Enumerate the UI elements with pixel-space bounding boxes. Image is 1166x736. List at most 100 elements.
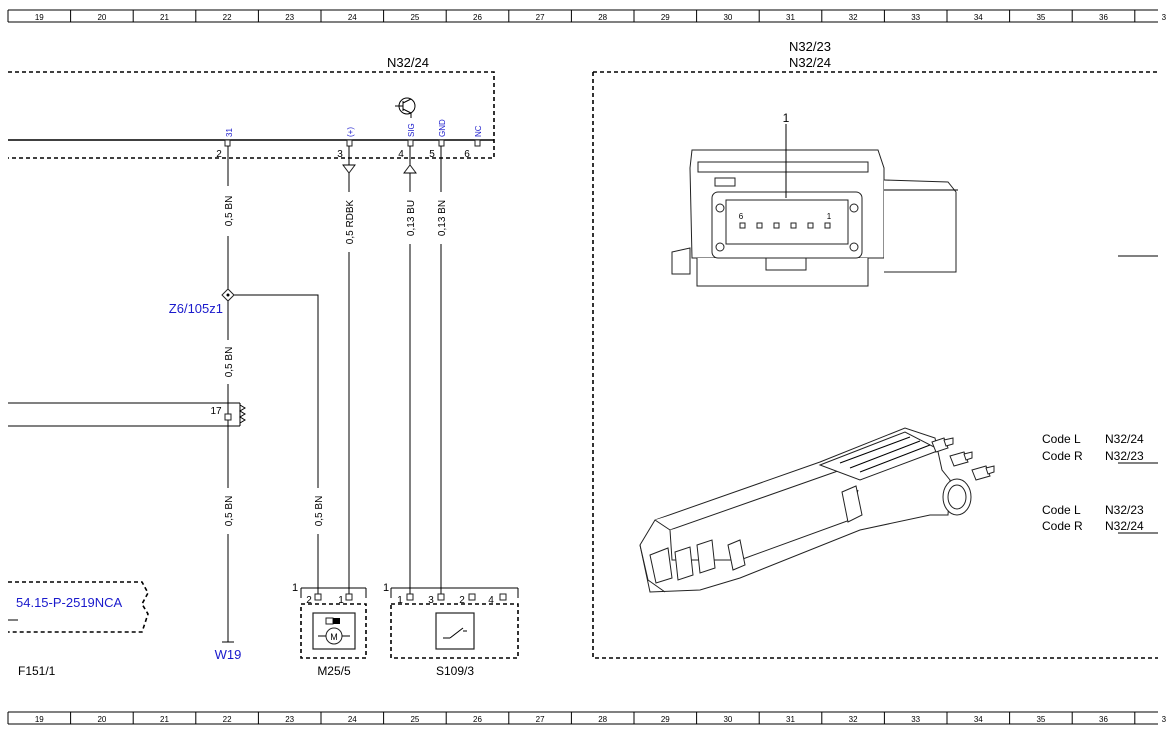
crossref-link[interactable]: 54.15-P-2519NCA <box>16 595 123 610</box>
ruler-column-number: 37 <box>1162 715 1166 724</box>
ruler-column-number: 27 <box>536 715 545 724</box>
pin-number-5: 5 <box>429 149 435 160</box>
view-title-n32-24: N32/24 <box>789 55 831 70</box>
switch-pin-3: 3 <box>428 595 434 606</box>
switch-icon <box>443 627 467 639</box>
module-title: N32/24 <box>387 55 429 70</box>
ruler-column-number: 22 <box>223 13 232 22</box>
wire-label-2: 0,5 RDBK <box>345 199 356 244</box>
switch-connector-number: 1 <box>383 582 389 594</box>
motor-pin-2: 2 <box>306 595 312 606</box>
ruler-column-number: 27 <box>536 13 545 22</box>
code-entry-part: N32/24 <box>1105 432 1144 446</box>
pin-function-plus: (+) <box>346 127 355 137</box>
ruler-column-number: 32 <box>849 13 858 22</box>
ruler-column-number: 30 <box>723 715 732 724</box>
motor-pin-1: 1 <box>338 595 344 606</box>
pin-function-sig: SIG <box>407 123 416 137</box>
ruler-column-number: 19 <box>35 715 44 724</box>
pin-function-31: 31 <box>225 128 234 137</box>
motor-connector-number: 1 <box>292 582 298 594</box>
ruler-column-number: 21 <box>160 13 169 22</box>
crossref-box <box>8 581 149 633</box>
column-ruler-top: 19 20 21 22 23 24 25 26 27 28 29 30 31 32 33 34 35 36 37 <box>7 9 1166 23</box>
ruler-column-number: 33 <box>911 13 920 22</box>
ruler-column-number: 22 <box>223 715 232 724</box>
code-entry-code: Code L <box>1042 503 1081 517</box>
ruler-column-number: 33 <box>911 715 920 724</box>
transistor-icon <box>395 97 416 118</box>
code-table: Code L N32/24 Code R N32/23 Code L N32/2… <box>1042 432 1158 534</box>
pin-function-nc: NC <box>474 125 483 137</box>
ruler-column-number: 19 <box>35 13 44 22</box>
pin-number-2: 2 <box>216 149 222 160</box>
connector-pin-first: 6 <box>739 212 744 221</box>
pin-number-3: 3 <box>337 149 343 160</box>
wire-label-4: 0,13 BN <box>437 200 448 236</box>
module-housing-illustration <box>639 427 995 593</box>
ruler-column-number: 34 <box>974 13 983 22</box>
switch-component <box>390 587 519 659</box>
wire-label-5: 0,5 BN <box>224 347 235 378</box>
ruler-column-number: 31 <box>786 13 795 22</box>
ruler-column-number: 35 <box>1036 13 1045 22</box>
connector-17 <box>8 402 246 427</box>
wire-ground-branch <box>222 146 319 643</box>
code-entry-part: N32/23 <box>1105 449 1144 463</box>
code-entry-part: N32/24 <box>1105 519 1144 533</box>
ruler-column-number: 21 <box>160 715 169 724</box>
pin-function-gnd: GND <box>438 119 447 137</box>
ruler-column-number: 24 <box>348 715 357 724</box>
motor-label: M25/5 <box>317 664 351 678</box>
wire-label-6: 0,5 BN <box>224 496 235 527</box>
ground-link[interactable]: W19 <box>215 647 242 662</box>
ruler-column-number: 30 <box>723 13 732 22</box>
connector-pin-last: 1 <box>827 212 832 221</box>
ruler-column-number: 23 <box>285 715 294 724</box>
switch-label: S109/3 <box>436 664 474 678</box>
wire-signal <box>403 146 417 594</box>
wire-supply <box>342 146 356 594</box>
ruler-column-number: 25 <box>410 715 419 724</box>
splice-link[interactable]: Z6/105z1 <box>169 301 223 316</box>
column-ruler-bottom: 19 20 21 22 23 24 25 26 27 28 29 30 31 32 33 34 35 36 37 <box>7 711 1166 725</box>
pin-number-4: 4 <box>398 149 404 160</box>
motor-component: M <box>300 587 367 659</box>
module-pins <box>224 139 481 147</box>
ruler-column-number: 28 <box>598 13 607 22</box>
ruler-column-number: 34 <box>974 715 983 724</box>
ruler-column-number: 36 <box>1099 715 1108 724</box>
connector-callout: 1 <box>783 111 790 125</box>
component-view-panel <box>592 71 1158 659</box>
connector-face-illustration <box>671 124 958 287</box>
ruler-column-number: 28 <box>598 715 607 724</box>
ruler-column-number: 26 <box>473 13 482 22</box>
ruler-column-number: 35 <box>1036 715 1045 724</box>
connector-pin-17: 17 <box>210 406 222 417</box>
wire-label-1: 0,5 BN <box>224 196 235 227</box>
pin-number-6: 6 <box>464 149 470 160</box>
wire-label-3: 0,13 BU <box>406 200 417 236</box>
ruler-column-number: 20 <box>97 13 106 22</box>
switch-pin-1: 1 <box>397 595 403 606</box>
ruler-column-number: 24 <box>348 13 357 22</box>
code-entry-code: Code R <box>1042 519 1083 533</box>
ruler-column-number: 37 <box>1162 13 1166 22</box>
ruler-column-number: 36 <box>1099 13 1108 22</box>
wire-label-7: 0,5 BN <box>314 496 325 527</box>
ruler-column-number: 31 <box>786 715 795 724</box>
ruler-column-number: 25 <box>410 13 419 22</box>
ruler-column-number: 23 <box>285 13 294 22</box>
ruler-column-number: 26 <box>473 715 482 724</box>
view-title-n32-23: N32/23 <box>789 39 831 54</box>
ruler-column-number: 29 <box>661 13 670 22</box>
ruler-column-number: 20 <box>97 715 106 724</box>
code-entry-code: Code L <box>1042 432 1081 446</box>
svg-text:M: M <box>330 632 338 642</box>
splice-diamond-icon <box>221 288 235 302</box>
module-n32-24: N32/24 31 (+) SIG GND NC 2 3 4 5 6 <box>8 55 495 160</box>
motor-icon: M <box>318 617 350 645</box>
ruler-column-number: 32 <box>849 715 858 724</box>
ruler-column-number: 29 <box>661 715 670 724</box>
